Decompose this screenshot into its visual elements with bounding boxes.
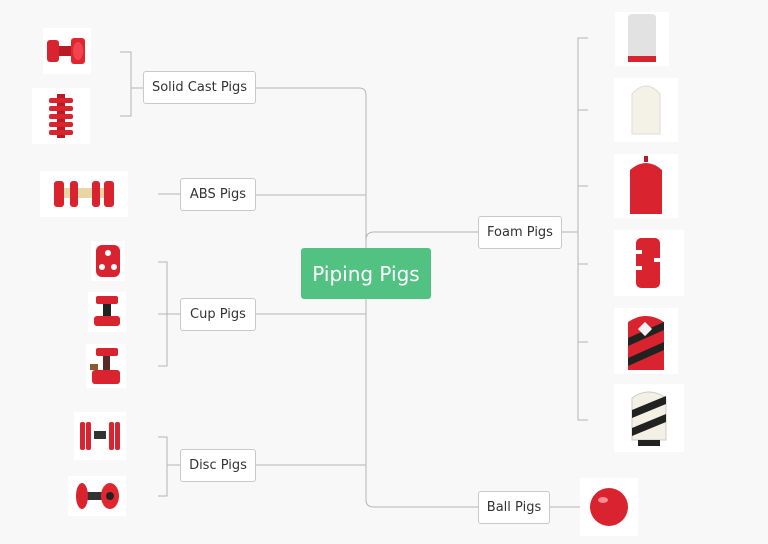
foam-pig-image-5 [614,308,678,374]
abs-pig-image [40,171,128,217]
node-label: ABS Pigs [189,187,247,202]
node-cup-pigs[interactable]: Cup Pigs [180,298,256,331]
foam-pig-image-1 [615,12,669,66]
node-label: Solid Cast Pigs [151,80,248,95]
cup-pig-image-2 [88,292,126,332]
foam-pig-image-3 [614,154,678,218]
foam-pig-image-6 [614,384,684,452]
node-disc-pigs[interactable]: Disc Pigs [180,449,256,482]
disc-pig-image-2 [68,476,126,516]
node-label: Disc Pigs [189,458,247,473]
node-ball-pigs[interactable]: Ball Pigs [478,491,550,524]
node-label: Foam Pigs [487,225,553,240]
node-abs-pigs[interactable]: ABS Pigs [180,178,256,211]
cup-pig-image-3 [86,344,126,388]
ball-pig-image [580,478,638,536]
solid-cast-pig-image-1 [43,28,91,74]
node-label: Cup Pigs [190,307,246,322]
cup-pig-image-1 [91,241,125,281]
root-topic-label: Piping Pigs [312,261,420,286]
solid-cast-pig-image-2 [32,88,90,144]
foam-pig-image-2 [614,78,678,142]
node-solid-cast-pigs[interactable]: Solid Cast Pigs [143,71,256,104]
foam-pig-image-4 [614,230,684,296]
disc-pig-image-1 [74,412,126,460]
node-label: Ball Pigs [486,500,542,515]
root-topic-piping-pigs[interactable]: Piping Pigs [301,248,431,299]
node-foam-pigs[interactable]: Foam Pigs [478,216,562,249]
